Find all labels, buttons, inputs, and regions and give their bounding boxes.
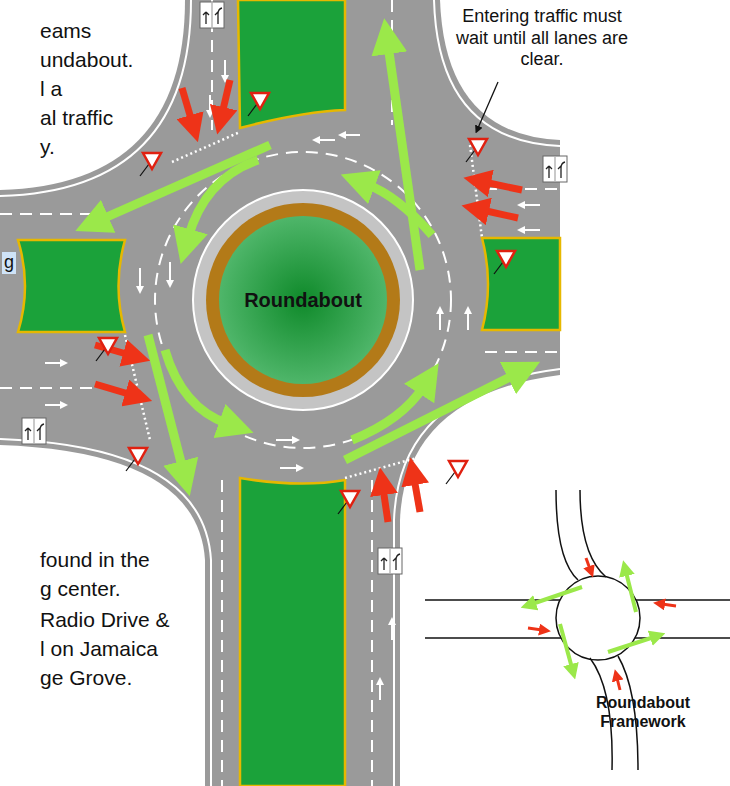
cut-text: g bbox=[2, 252, 16, 274]
cut-text: l a bbox=[40, 76, 62, 101]
framework-caption: Roundabout Framework bbox=[580, 693, 706, 731]
island-label: Roundabout bbox=[244, 289, 362, 312]
framework-diagram bbox=[425, 490, 730, 770]
cut-text: undabout. bbox=[40, 47, 133, 72]
cut-text: eams bbox=[40, 18, 91, 43]
cut-text: l on Jamaica bbox=[40, 636, 158, 661]
cut-text: al traffic bbox=[40, 105, 113, 130]
callout-note: Entering traffic must wait until all lan… bbox=[446, 6, 638, 71]
cut-text: Radio Drive & bbox=[40, 607, 170, 632]
roundabout-island: Roundabout bbox=[219, 216, 387, 384]
cut-text: g center. bbox=[40, 576, 121, 601]
cut-text: found in the bbox=[40, 547, 150, 572]
cut-text: y. bbox=[40, 134, 55, 159]
cut-text: ge Grove. bbox=[40, 665, 132, 690]
